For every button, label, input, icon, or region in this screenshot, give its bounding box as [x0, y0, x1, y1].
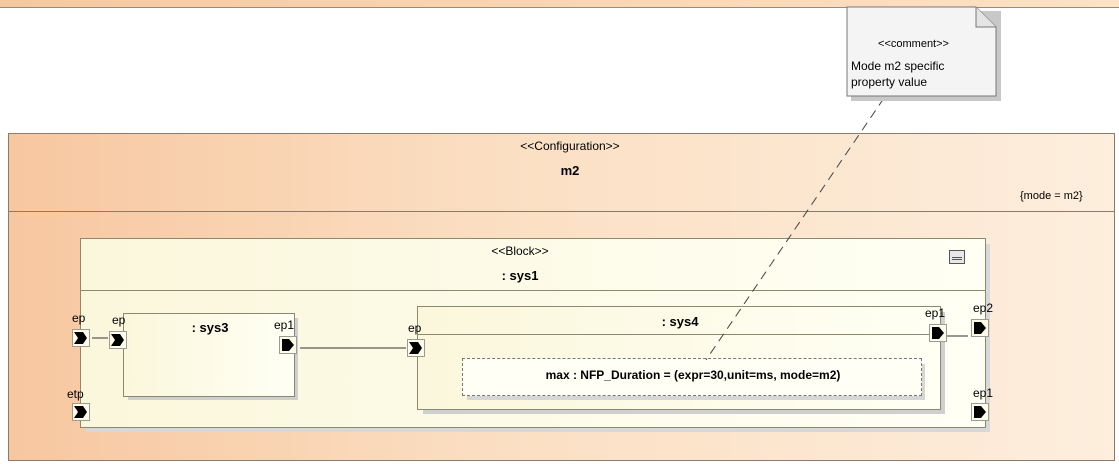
port-sys1-ep2[interactable] — [971, 319, 989, 337]
property-box[interactable] — [462, 358, 922, 396]
compartment-icon[interactable] — [949, 250, 965, 264]
port-output-icon — [974, 322, 986, 334]
comment-stereotype: <<comment>> — [878, 38, 949, 50]
comment-text-line1: Mode m2 specific — [851, 59, 945, 73]
port-sys4-ep[interactable] — [407, 339, 425, 357]
block-divider — [80, 290, 986, 291]
port-sys4-ep1[interactable] — [929, 324, 947, 342]
port-label: ep1 — [973, 386, 994, 400]
configuration-constraint: {mode = m2} — [1020, 190, 1083, 202]
comment-text-line2: property value — [851, 75, 928, 89]
port-sys3-ep[interactable] — [109, 331, 127, 349]
port-label: etp — [67, 387, 84, 401]
port-label: ep — [72, 311, 86, 325]
port-arrow-icon — [74, 406, 87, 418]
block-name: : sys1 — [501, 268, 539, 283]
configuration-name: m2 — [560, 163, 580, 178]
port-arrow-icon — [409, 342, 422, 354]
port-label: ep — [112, 313, 126, 327]
sys4-divider — [417, 334, 941, 335]
port-arrow-icon — [74, 332, 87, 344]
comment-anchor-line — [705, 97, 885, 361]
sys4-name: : sys4 — [661, 314, 699, 329]
previous-frame-edge — [0, 0, 1119, 8]
configuration-divider — [8, 211, 1115, 212]
port-label: ep1 — [925, 306, 946, 320]
port-label: ep — [408, 321, 422, 335]
port-label: ep1 — [274, 318, 295, 332]
port-sys3-ep1[interactable] — [279, 336, 297, 354]
port-output-icon — [932, 327, 944, 339]
property-text: max : NFP_Duration = (expr=30,unit=ms, m… — [545, 368, 841, 382]
port-sys1-ep[interactable] — [72, 329, 90, 347]
block-stereotype: <<Block>> — [491, 244, 549, 258]
port-output-icon — [282, 339, 294, 351]
sys3-name: : sys3 — [191, 320, 229, 335]
port-label: ep2 — [973, 301, 994, 315]
port-output-icon — [974, 406, 986, 418]
port-arrow-icon — [111, 334, 124, 346]
part-sys3[interactable] — [123, 313, 295, 397]
configuration-stereotype: <<Configuration>> — [520, 139, 620, 153]
port-sys1-etp[interactable] — [72, 403, 90, 421]
comment-note[interactable] — [846, 6, 998, 98]
port-sys1-ep1[interactable] — [971, 403, 989, 421]
